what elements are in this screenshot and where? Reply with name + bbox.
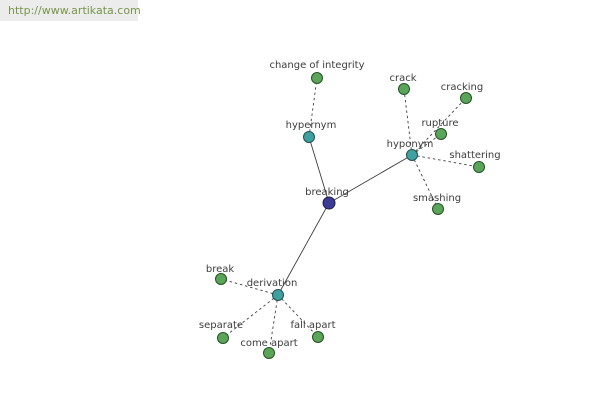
edge-hypernym-change_of_integrity bbox=[308, 77, 318, 138]
node-label-separate: separate bbox=[199, 320, 243, 331]
edge-derivation-separate bbox=[222, 294, 279, 339]
node-hypernym[interactable] bbox=[303, 131, 315, 143]
node-rupture[interactable] bbox=[435, 128, 447, 140]
node-derivation[interactable] bbox=[272, 289, 284, 301]
node-label-cracking: cracking bbox=[441, 82, 484, 93]
edge-derivation-fall_apart bbox=[277, 294, 319, 338]
node-fall_apart[interactable] bbox=[312, 331, 324, 343]
edge-derivation-come_apart bbox=[268, 294, 279, 354]
node-label-break: break bbox=[206, 264, 235, 275]
node-crack[interactable] bbox=[398, 83, 410, 95]
node-label-crack: crack bbox=[389, 73, 416, 84]
node-label-fall_apart: fall apart bbox=[290, 320, 335, 331]
node-cracking[interactable] bbox=[460, 92, 472, 104]
node-label-hyponym: hyponym bbox=[387, 139, 434, 150]
node-shattering[interactable] bbox=[473, 161, 485, 173]
node-label-change_of_integrity: change of integrity bbox=[269, 60, 364, 71]
edge-hyponym-crack bbox=[403, 88, 413, 156]
node-label-derivation: derivation bbox=[247, 278, 298, 289]
node-break[interactable] bbox=[215, 273, 227, 285]
edge-breaking-hyponym bbox=[328, 154, 413, 204]
node-label-breaking: breaking bbox=[305, 187, 349, 198]
url-bar: http://www.artikata.com bbox=[0, 0, 141, 21]
edge-hyponym-cracking bbox=[411, 97, 467, 156]
node-hyponym[interactable] bbox=[406, 149, 418, 161]
node-label-shattering: shattering bbox=[449, 150, 500, 161]
node-separate[interactable] bbox=[217, 332, 229, 344]
edge-hyponym-shattering bbox=[411, 154, 480, 168]
node-label-rupture: rupture bbox=[421, 118, 458, 129]
node-smashing[interactable] bbox=[432, 203, 444, 215]
url-text: http://www.artikata.com bbox=[8, 4, 141, 17]
edge-derivation-break bbox=[220, 278, 279, 296]
node-breaking[interactable] bbox=[322, 196, 336, 210]
node-come_apart[interactable] bbox=[263, 347, 275, 359]
edge-breaking-derivation bbox=[277, 202, 330, 296]
edge-breaking-hypernym bbox=[308, 136, 330, 204]
edge-hyponym-smashing bbox=[411, 154, 439, 210]
node-change_of_integrity[interactable] bbox=[311, 72, 323, 84]
node-label-smashing: smashing bbox=[413, 193, 461, 204]
node-label-come_apart: come apart bbox=[240, 338, 297, 349]
node-label-hypernym: hypernym bbox=[286, 120, 337, 131]
